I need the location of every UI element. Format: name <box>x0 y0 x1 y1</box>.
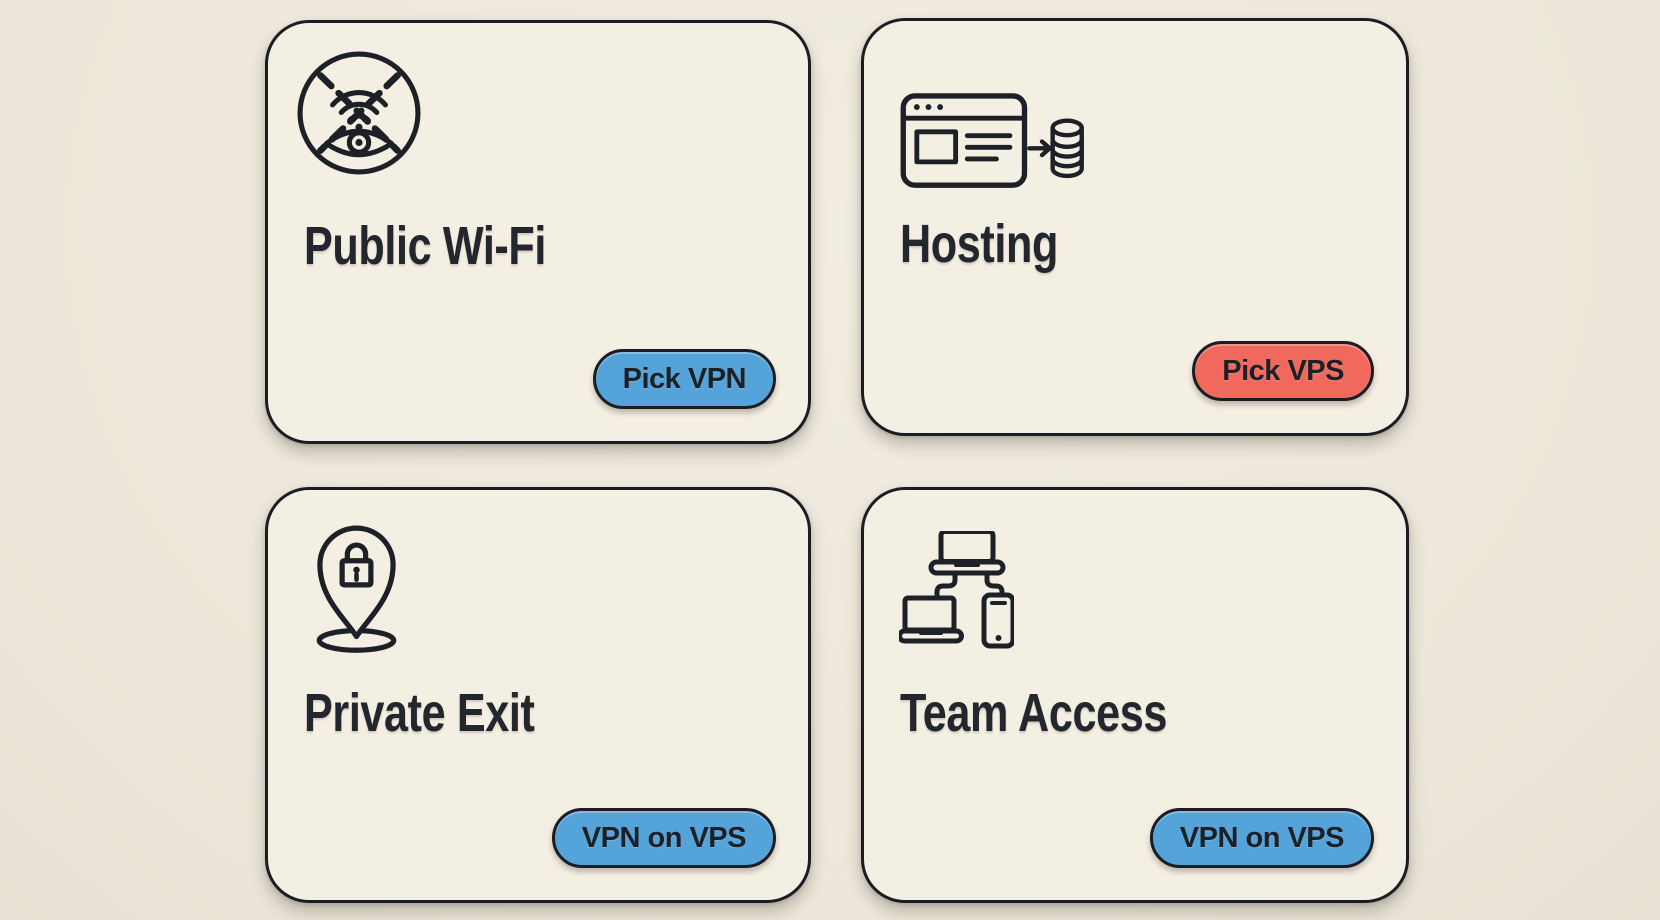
card-public-wifi: Public Wi-Fi Pick VPN <box>265 20 811 444</box>
no-spy-wifi-icon <box>296 50 422 176</box>
card-title: Team Access <box>900 683 1167 743</box>
vpn-on-vps-button[interactable]: VPN on VPS <box>551 808 776 868</box>
card-private-exit: Private Exit VPN on VPS <box>265 487 811 903</box>
card-title: Hosting <box>900 214 1058 274</box>
card-title: Public Wi-Fi <box>304 216 546 276</box>
pick-vpn-button[interactable]: Pick VPN <box>592 349 776 409</box>
card-hosting: Hosting Pick VPS <box>861 18 1409 436</box>
card-title: Private Exit <box>304 683 535 743</box>
browser-to-database-icon <box>900 93 1085 190</box>
pick-vps-button[interactable]: Pick VPS <box>1192 341 1374 401</box>
connected-devices-icon <box>899 531 1014 651</box>
card-team-access: Team Access VPN on VPS <box>861 487 1409 903</box>
vpn-on-vps-button[interactable]: VPN on VPS <box>1149 808 1374 868</box>
location-pin-lock-icon <box>316 524 397 653</box>
